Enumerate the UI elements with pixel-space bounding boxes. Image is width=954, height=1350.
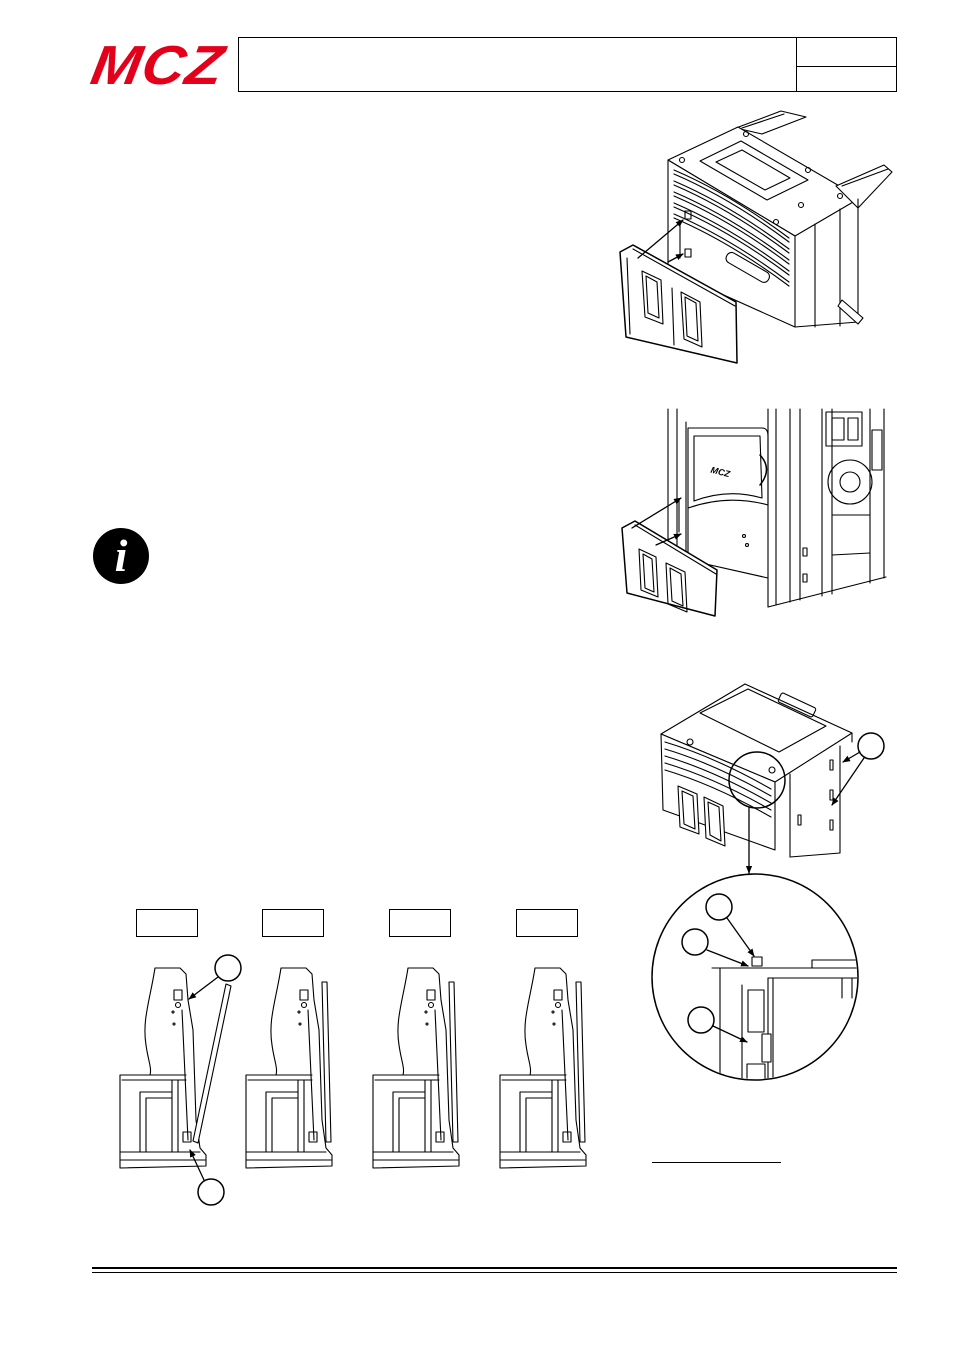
step-box-2 — [262, 909, 324, 937]
callout-hinge-bracket — [687, 1006, 748, 1043]
callout-top-screw — [188, 954, 242, 1000]
stove-door: MCZ — [687, 427, 769, 509]
adjustable-panel-4 — [575, 981, 586, 1143]
step-box-1 — [136, 909, 198, 937]
adjustable-panel-2 — [321, 981, 332, 1143]
header-page-cell-divider — [797, 66, 897, 67]
removed-front-panel — [621, 520, 718, 617]
caption-underline — [652, 1162, 781, 1163]
callout-bottom-screw — [189, 1149, 225, 1206]
callout-side-fixings — [831, 732, 885, 806]
detail-highlight-circle — [728, 751, 786, 809]
detail-circle-outline — [651, 873, 859, 1081]
adjustable-panel-3 — [448, 981, 459, 1143]
removal-arrows — [637, 219, 684, 263]
stove-side-panel — [794, 198, 864, 328]
side-profile-3 — [372, 967, 460, 1169]
stove-open-side-mechanism — [767, 408, 887, 608]
side-profile-1 — [119, 967, 207, 1169]
callout-bolt — [705, 893, 755, 957]
footer-rule-thin — [92, 1272, 897, 1273]
step-box-3 — [389, 909, 451, 937]
figure-detail-magnified — [651, 873, 859, 1081]
figure-stove-overview — [660, 683, 885, 874]
mcz-logo: MCZ — [86, 34, 230, 96]
door-badge: MCZ — [710, 465, 732, 480]
step-box-4 — [516, 909, 578, 937]
side-profile-4 — [499, 967, 587, 1169]
figure-panel-adjustment-sequence — [119, 954, 587, 1206]
adjustable-panel-1-tilted — [192, 983, 232, 1144]
stove-front-face — [660, 733, 776, 851]
removal-arrows — [631, 497, 682, 546]
removed-front-panel — [619, 244, 738, 364]
footer-rule-thick — [92, 1267, 897, 1269]
detail-hinge-assembly — [711, 956, 857, 1079]
stove-right-body — [767, 408, 808, 608]
stove-top-rail — [735, 110, 807, 135]
info-icon: i — [93, 528, 149, 584]
figure-front-panel-removal-top-view — [619, 110, 893, 364]
stove-side-rail — [835, 164, 893, 209]
header-title-box — [238, 37, 897, 92]
stove-side-panel — [789, 732, 853, 858]
figure-front-panel-removal-open-side: MCZ — [621, 408, 887, 617]
callout-top-plate — [681, 928, 749, 967]
header-code-cell — [796, 38, 897, 91]
side-profile-2 — [245, 967, 333, 1169]
